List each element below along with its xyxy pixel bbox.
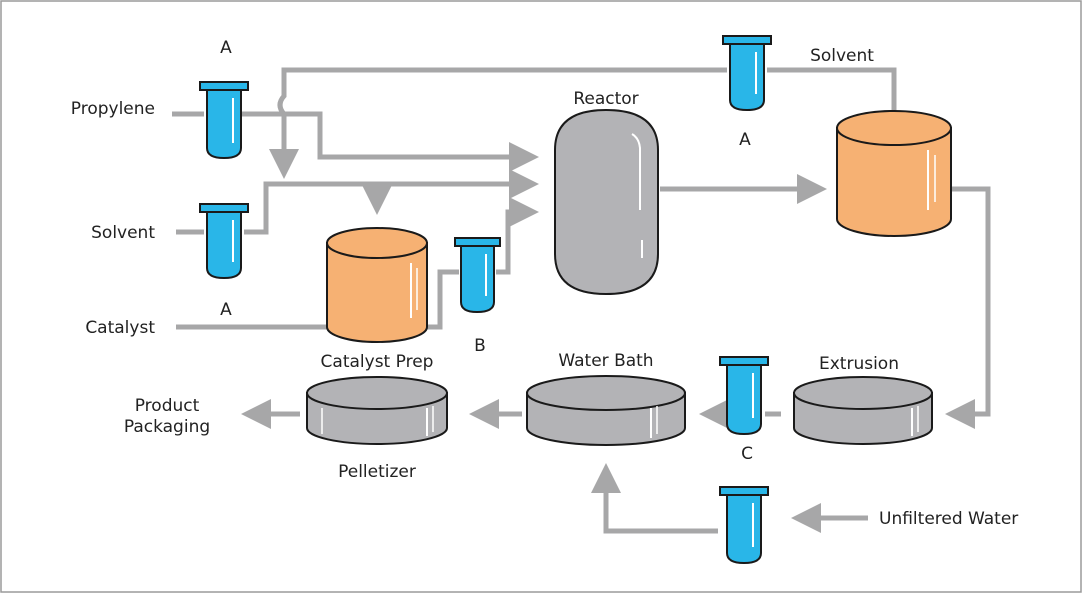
pipe-solvent-recycle: [269, 67, 727, 179]
label-reactor: Reactor: [573, 89, 638, 109]
tank-catalyst-prep: [326, 227, 428, 343]
reactor-vessel: [554, 108, 659, 296]
pipe-solvent-to-reactor: [244, 169, 539, 235]
label-extrusion: Extrusion: [819, 354, 899, 374]
label-pelletizer: Pelletizer: [338, 462, 416, 482]
label-water-bath: Water Bath: [558, 351, 653, 371]
label-catalyst-prep: Catalyst Prep: [321, 352, 434, 372]
label-solvent-left: Solvent: [91, 223, 155, 243]
pipe-filter-to-reactor: [496, 197, 539, 275]
marker-catalyst-prep-filter: B: [474, 336, 486, 356]
filter-water-inlet: [719, 486, 769, 565]
pipe-propylene-to-reactor: [240, 111, 539, 172]
filter-solvent-top-a: [722, 35, 772, 112]
pipe-solvent-tank-out: [767, 67, 897, 118]
pipe-separator-to-extrusion: [945, 186, 991, 429]
label-solvent-top: Solvent: [810, 46, 874, 66]
label-product-packaging-line2: Packaging: [124, 417, 210, 437]
marker-propylene-filter: A: [220, 38, 232, 58]
filter-catalyst-b: [454, 237, 501, 314]
labels: Propylene Solvent Catalyst Solvent React…: [71, 38, 1019, 529]
label-propylene: Propylene: [71, 99, 155, 119]
unit-water-bath: [526, 375, 686, 446]
label-catalyst: Catalyst: [85, 318, 155, 338]
filter-propylene-a: [199, 81, 249, 160]
label-unfiltered-water: Unfiltered Water: [879, 509, 1018, 529]
pipe-catalyst-prep-to-filter: [426, 269, 459, 330]
pipe-water-filter-to-bath: [591, 463, 718, 534]
marker-catalyst-line: A: [220, 300, 232, 320]
marker-extrusion-filter: C: [741, 444, 753, 464]
tank-solvent-recovery: [836, 110, 952, 237]
unit-extrusion: [793, 376, 933, 445]
unit-pelletizer: [306, 376, 448, 445]
filter-extrusion-c: [719, 356, 769, 436]
filter-solvent-left: [199, 203, 249, 280]
marker-solvent-top-filter: A: [739, 130, 751, 150]
label-product-packaging-line1: Product: [135, 396, 200, 416]
pipes: [172, 67, 991, 534]
